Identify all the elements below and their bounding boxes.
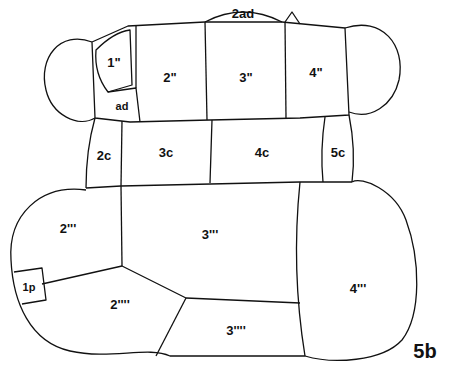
plate-label: 3c <box>159 146 173 159</box>
plate-label: 2c <box>97 149 111 162</box>
plate-label: 3" <box>239 71 252 84</box>
plate-label: 1" <box>107 56 120 69</box>
plate-label: 4''' <box>350 282 367 295</box>
plate-label: 4" <box>309 66 322 79</box>
plate-label: 3'''' <box>226 324 246 337</box>
plate-label: 1p <box>23 282 36 293</box>
plate-label: 4c <box>255 146 269 159</box>
plate-label: 2''' <box>60 222 77 235</box>
plate-label: 2ad <box>232 7 254 20</box>
plate-label: ad <box>116 101 129 112</box>
plate-label: 5c <box>331 146 345 159</box>
figure-number: 5b <box>413 341 436 361</box>
plate-label: 2'''' <box>110 298 130 311</box>
plate-label: 3''' <box>202 228 219 241</box>
plate-label: 2" <box>163 71 176 84</box>
